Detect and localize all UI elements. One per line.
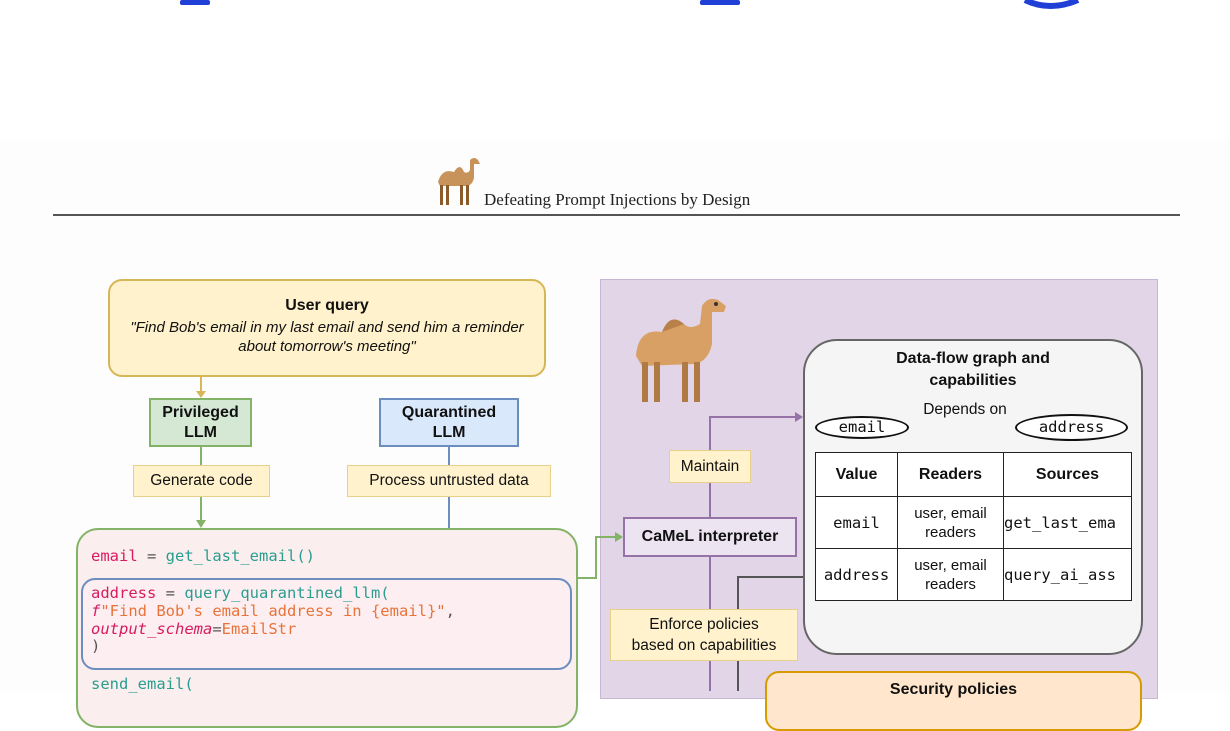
enforce-policies-label: Enforce policies based on capabilities <box>610 609 798 661</box>
readers-line-2: readers <box>925 523 976 541</box>
cell-value: address <box>815 548 898 601</box>
cell-source: query_ai_ass <box>1003 548 1132 601</box>
code-token: email <box>91 547 138 565</box>
user-query-node: User query "Find Bob's email in my last … <box>108 279 546 377</box>
user-query-heading: User query <box>285 297 369 314</box>
readers-line-1: user, email <box>914 504 987 522</box>
code-token: , <box>445 602 455 620</box>
code-token: = <box>137 547 166 565</box>
quarantined-llm-label-2: LLM <box>432 424 466 441</box>
code-token: f <box>91 602 101 620</box>
enforce-line-1: Enforce policies <box>649 616 759 633</box>
camel-icon <box>430 152 482 213</box>
cell-source: get_last_ema <box>1003 496 1132 549</box>
code-line-close: ) <box>91 637 101 655</box>
column-header: Value <box>815 452 898 497</box>
process-untrusted-label: Process untrusted data <box>347 465 551 497</box>
code-line-fstring: f"Find Bob's email address in {email}", <box>91 602 455 620</box>
column-header: Sources <box>1003 452 1132 497</box>
depends-on-label: Depends on <box>923 401 1007 418</box>
data-flow-graph-title: Data-flow graph and capabilities <box>803 348 1143 392</box>
code-token: get_last_email() <box>165 547 315 565</box>
enforce-line-2: based on capabilities <box>631 637 777 654</box>
readers-line-2: readers <box>925 575 976 593</box>
privileged-llm-node: Privileged LLM <box>149 398 252 447</box>
code-token: EmailStr <box>221 620 297 638</box>
code-line-email: email = get_last_email() <box>91 547 315 565</box>
cell-value: email <box>815 496 898 549</box>
header-rule <box>53 214 1180 216</box>
code-token: query_quarantined_llm( <box>184 584 390 602</box>
paper-title: Defeating Prompt Injections by Design <box>484 190 751 209</box>
maintain-label: Maintain <box>669 450 751 483</box>
table-header-row: Value Readers Sources <box>815 452 1132 497</box>
code-token: output_schema <box>91 620 213 638</box>
code-line-schema: output_schema=EmailStr <box>91 620 296 638</box>
data-flow-title-line-2: capabilities <box>929 372 1017 389</box>
camel-interpreter-node: CaMeL interpreter <box>623 517 797 557</box>
graph-node-address: address <box>1015 414 1128 441</box>
graph-node-email: email <box>815 416 909 439</box>
code-token: = <box>212 620 222 638</box>
security-policies-node: Security policies <box>765 671 1142 731</box>
cropped-heading-fragment <box>0 0 1230 12</box>
quarantined-llm-label: Quarantined <box>401 404 497 421</box>
quarantined-llm-node: Quarantined LLM <box>379 398 519 447</box>
code-token: = <box>156 584 185 602</box>
privileged-llm-label-2: LLM <box>184 424 217 441</box>
user-query-text: "Find Bob's email in my last email and s… <box>130 319 524 355</box>
data-flow-title-line-1: Data-flow graph and <box>896 350 1050 367</box>
code-line-send: send_email( <box>91 675 194 693</box>
code-line-address: address = query_quarantined_llm( <box>91 584 390 602</box>
camel-icon <box>628 294 732 413</box>
readers-line-1: user, email <box>914 556 987 574</box>
generate-code-label: Generate code <box>133 465 270 497</box>
privileged-llm-label: Privileged <box>162 404 239 421</box>
code-token: "Find Bob's email address in {email}" <box>100 602 446 620</box>
quarantined-code-block <box>81 578 572 670</box>
column-header: Readers <box>897 452 1004 497</box>
code-token: address <box>91 584 157 602</box>
